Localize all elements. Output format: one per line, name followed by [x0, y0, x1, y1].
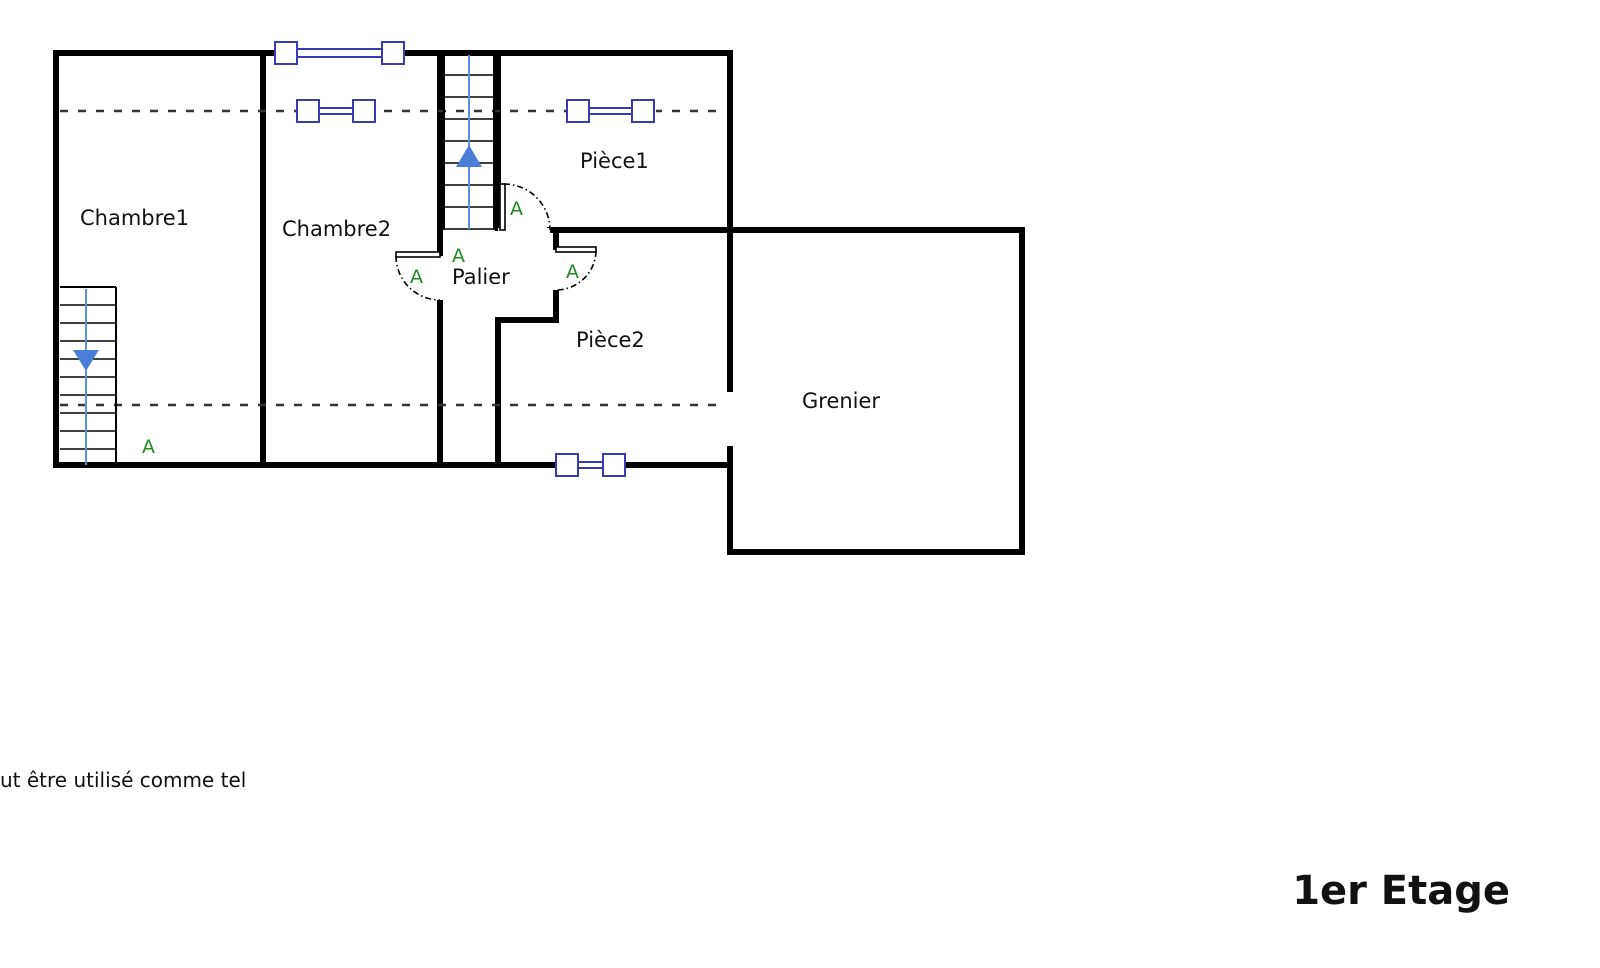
window-bottom-piece2	[555, 453, 626, 477]
staircase-up	[443, 55, 495, 230]
roof-window-chambre2	[296, 99, 376, 123]
door-piece1	[498, 183, 551, 234]
room-label-chambre2: Chambre2	[282, 217, 391, 241]
window-top-chambre2	[274, 41, 405, 65]
door-mark: A	[410, 266, 423, 288]
footnote-text: ut être utilisé comme tel	[0, 768, 247, 792]
roof-window-piece1	[566, 99, 656, 123]
footnote: ut être utilisé comme tel	[0, 768, 290, 792]
door-chambre2	[395, 251, 446, 301]
floor-title: 1er Etage	[1292, 868, 1510, 914]
room-label-grenier: Grenier	[802, 389, 880, 413]
ceiling-lines	[60, 109, 726, 407]
room-label-chambre1: Chambre1	[80, 206, 189, 230]
grenier-walls	[547, 227, 1025, 555]
room-label-piece1: Pièce1	[580, 149, 649, 173]
door-mark: A	[566, 261, 579, 283]
arrow-down-icon	[73, 350, 99, 371]
grenier-opening	[722, 392, 738, 446]
room-label-palier: Palier	[452, 265, 510, 289]
interior-walls	[260, 50, 559, 468]
room-label-piece2: Pièce2	[576, 328, 645, 352]
arrow-up-icon	[456, 145, 482, 167]
door-piece2	[550, 246, 597, 291]
door-mark: A	[142, 436, 155, 458]
door-mark: A	[510, 198, 523, 220]
door-mark: A	[452, 245, 465, 267]
staircase-down	[60, 286, 117, 465]
